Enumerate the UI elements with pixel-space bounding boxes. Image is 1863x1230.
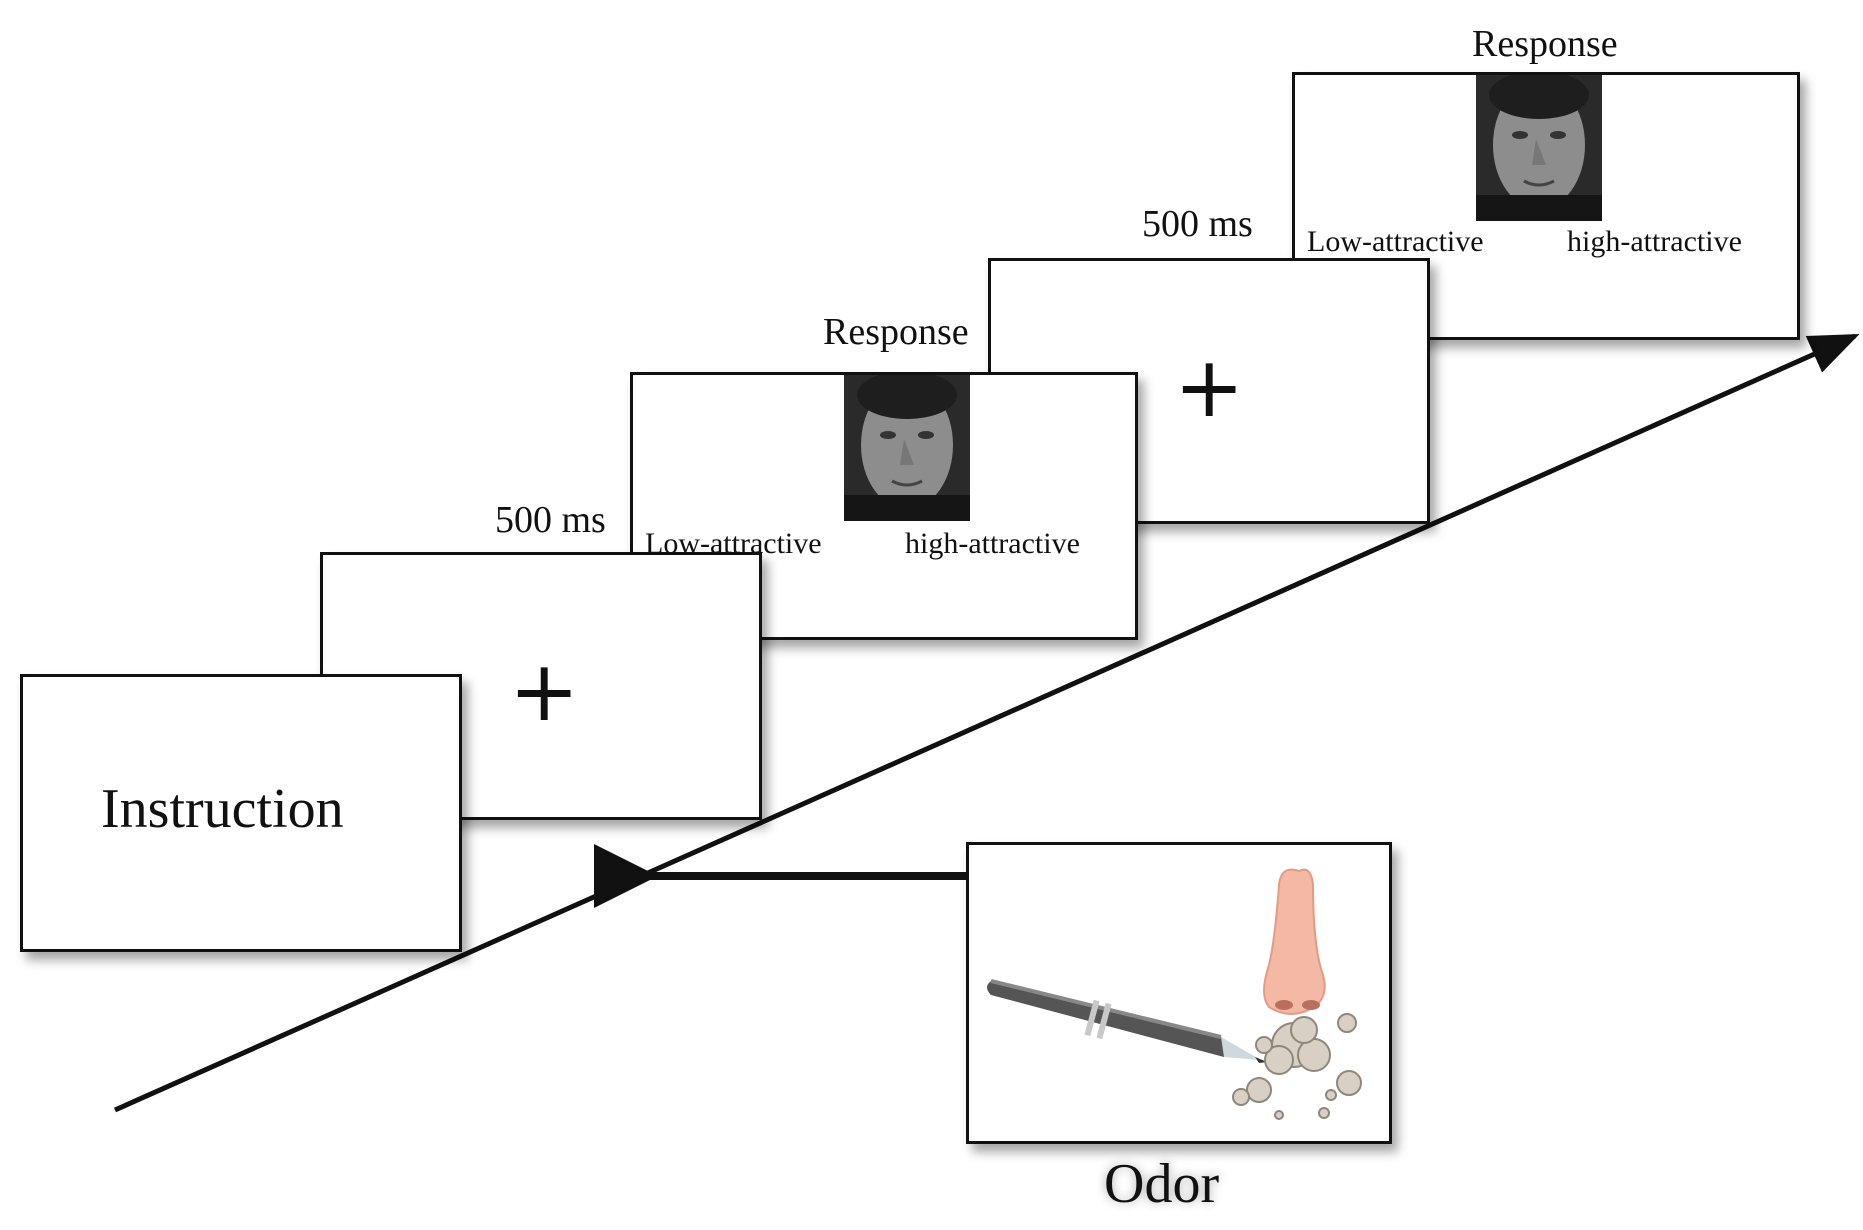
nose-icon [1263, 868, 1326, 1015]
fixation-cross: + [1174, 338, 1245, 436]
face-photo-icon [1476, 75, 1602, 221]
response-screen-1: Low-attractive high-attractive [630, 372, 1138, 640]
instruction-label: Instruction [101, 778, 344, 840]
scale-high-label: high-attractive [905, 527, 1080, 560]
interval-label-1: 500 ms [495, 499, 606, 541]
interval-label-2: 500 ms [1142, 203, 1253, 245]
odor-label: Odor [1104, 1153, 1220, 1215]
odor-screen [966, 842, 1392, 1144]
response-screen-2: Low-attractive high-attractive [1292, 72, 1800, 340]
scale-low-label: Low-attractive [1307, 225, 1484, 258]
pen-icon [987, 979, 1267, 1063]
response-title-2: Response [1472, 23, 1618, 65]
response-title-1: Response [823, 311, 969, 353]
fixation-cross: + [509, 642, 580, 740]
smell-puff-icon [1232, 1013, 1362, 1120]
instruction-screen: Instruction [20, 674, 462, 952]
scale-high-label: high-attractive [1567, 225, 1742, 258]
face-photo-icon [844, 375, 970, 521]
time-axis-arrow [113, 333, 1860, 1113]
